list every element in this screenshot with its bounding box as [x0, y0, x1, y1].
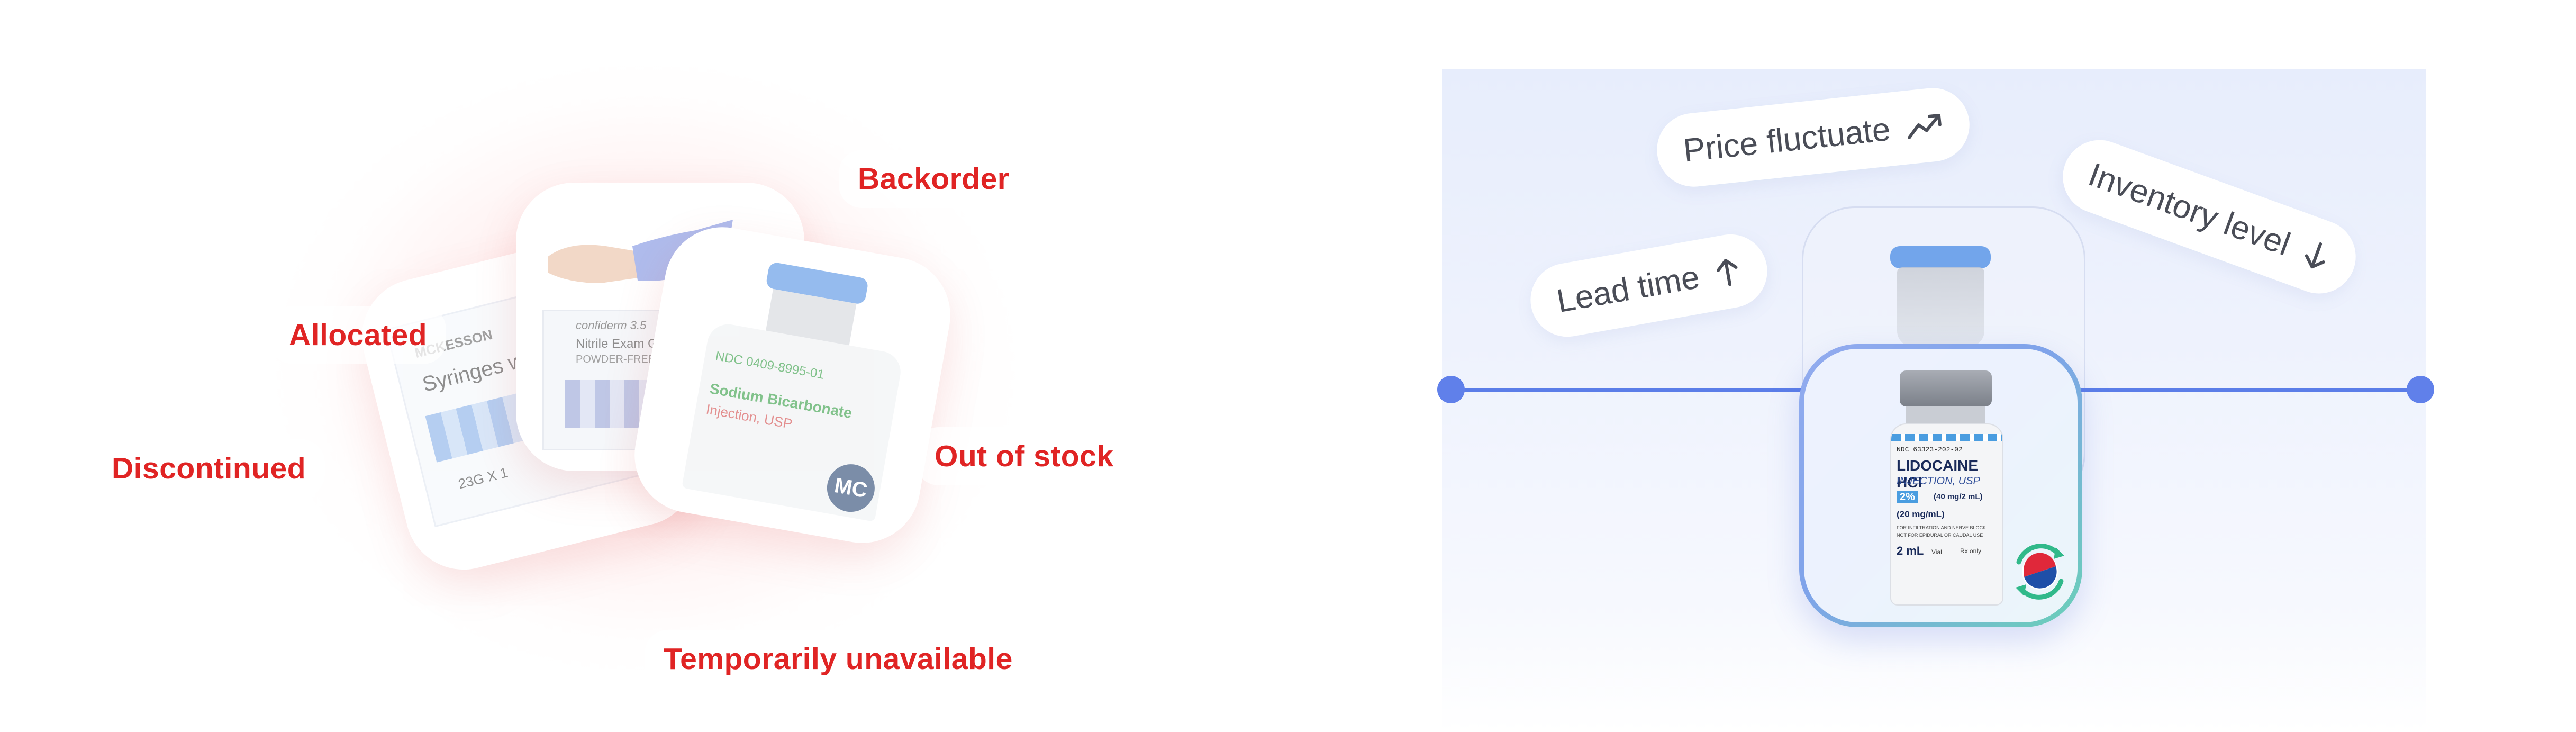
timeline-end-dot	[2407, 376, 2434, 403]
glove-sub: POWDER-FREE	[576, 354, 655, 365]
syringe-size: 23G X 1	[456, 464, 510, 492]
status-discontinued: Discontinued	[93, 439, 325, 498]
status-temporarily-unavailable: Temporarily unavailable	[645, 630, 1032, 688]
lido-vial-word: Vial	[1931, 548, 1942, 556]
product-card-vial: NDC 0409-8995-01 Sodium Bicarbonate Inje…	[625, 218, 960, 553]
arrow-up-icon	[1717, 258, 1738, 286]
lido-strength: (40 mg/2 mL)	[1934, 492, 1983, 501]
timeline-start-dot	[1437, 376, 1465, 403]
lidocaine-vial-cap	[1900, 370, 1992, 406]
glove-brand: confiderm 3.5	[576, 319, 647, 332]
tag-lead-time-label: Lead time	[1554, 258, 1702, 320]
vial-stripe-top	[1891, 434, 2002, 441]
lido-note2: NOT FOR EPIDURAL OR CAUDAL USE	[1897, 532, 1983, 538]
lido-ndc: NDC 63323-202-02	[1897, 446, 1963, 454]
lido-conc: (20 mg/mL)	[1897, 509, 1945, 519]
lido-note1: FOR INFILTRATION AND NERVE BLOCK	[1897, 525, 1987, 530]
status-allocated: Allocated	[270, 306, 447, 364]
ghost-vial-cap	[1890, 246, 1991, 268]
status-backorder: Backorder	[839, 150, 1029, 208]
lido-sub: INJECTION, USP	[1897, 475, 1980, 487]
ghost-vial-body	[1897, 267, 1984, 347]
tag-price-label: Price fluctuate	[1681, 111, 1892, 169]
arrow-down-icon	[2305, 242, 2325, 268]
tag-price-fluctuate: Price fluctuate	[1653, 84, 1973, 191]
trending-up-icon	[1907, 113, 1942, 139]
lido-name: LIDOCAINE HCl	[1897, 457, 1978, 491]
pharmacy-logo-icon	[2016, 544, 2064, 600]
lidocaine-vial: NDC 63323-202-02 LIDOCAINE HCl INJECTION…	[1890, 370, 2003, 606]
status-out-of-stock: Out of stock	[915, 427, 1133, 485]
lido-rx: Rx only	[1960, 547, 1982, 555]
tag-inventory-level: Inventory level	[2052, 130, 2366, 304]
mc-badge-text: MC	[832, 473, 869, 502]
tag-lead-time: Lead time	[1525, 228, 1773, 343]
lido-percent: 2%	[1897, 491, 1918, 503]
lidocaine-vial-body: NDC 63323-202-02 LIDOCAINE HCl INJECTION…	[1890, 423, 2003, 606]
vial-ndc: NDC 0409-8995-01	[714, 349, 826, 382]
lido-volume: 2 mL	[1897, 544, 1924, 557]
